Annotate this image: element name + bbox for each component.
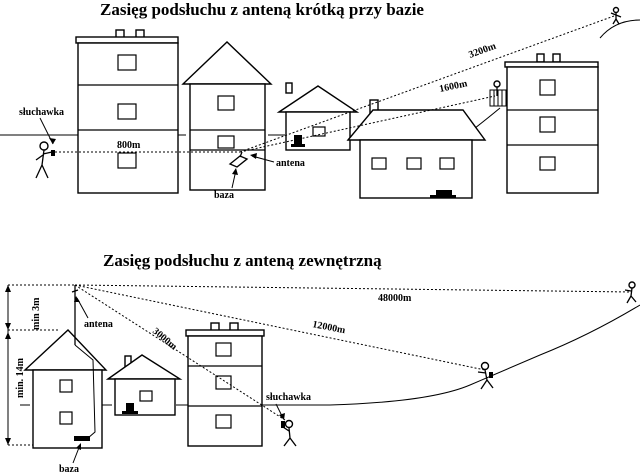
bottom-label-base: baza: [59, 464, 79, 475]
top-label-1600m: 1600m: [438, 78, 469, 95]
top-house-small: [276, 82, 360, 151]
bottom-person-far: [624, 281, 637, 304]
top-label-base: baza: [214, 190, 234, 201]
bottom-range-line-3000: [74, 284, 286, 421]
top-label-3200m: 3200m: [467, 41, 498, 61]
bottom-label-3000m: 3000m: [150, 326, 179, 353]
bottom-label-48000m: 48000m: [378, 293, 412, 304]
top-title: Zasięg podsłuchu z anteną krótką przy ba…: [100, 0, 424, 19]
bottom-ground-line: [20, 304, 640, 406]
bottom-handset-arrowhead: [279, 413, 285, 420]
top-range-line-1600: [239, 95, 496, 153]
bottom-label-min-14m: min. 14m: [15, 357, 26, 398]
bottom-house-small: [105, 354, 183, 416]
bottom-label-min-3m: min 3m: [31, 297, 42, 330]
bottom-base-arrowhead: [76, 443, 81, 450]
bottom-label-handset: słuchawka: [266, 392, 311, 403]
top-house-wide: [346, 99, 487, 199]
bottom-house-with-antenna: [23, 285, 108, 449]
top-person-hill: [610, 6, 622, 25]
bottom-label-antenna: antena: [84, 319, 113, 330]
top-base-arrowhead: [232, 168, 238, 175]
top-label-800m: 800m: [117, 140, 141, 151]
bottom-height-bracket: [5, 284, 75, 446]
bottom-person-hill: [477, 361, 494, 390]
top-base-device: [228, 151, 249, 168]
bottom-apartment-block: [185, 322, 265, 447]
top-apartment-block-right: [504, 53, 599, 194]
bottom-title: Zasięg podsłuchu z anteną zewnętrzną: [103, 251, 382, 270]
bottom-person-handset: [281, 419, 297, 447]
top-label-handset: słuchawka: [19, 107, 64, 118]
top-house-tall: [181, 41, 273, 191]
bottom-range-line-48000: [74, 284, 631, 293]
top-label-antenna: antena: [276, 158, 305, 169]
top-handset-arrowhead: [49, 138, 56, 144]
bottom-label-12000m: 12000m: [311, 319, 346, 336]
top-apartment-block-left: [75, 29, 179, 194]
bottom-antenna-arrowhead: [74, 296, 80, 302]
bottom-range-line-12000: [74, 284, 486, 371]
top-person-handset: [35, 141, 55, 179]
bottom-antenna-cable: [74, 344, 96, 439]
top-balcony-person: [489, 80, 507, 107]
top-antenna-arrowhead: [250, 153, 257, 159]
bottom-base-device: [74, 436, 90, 441]
